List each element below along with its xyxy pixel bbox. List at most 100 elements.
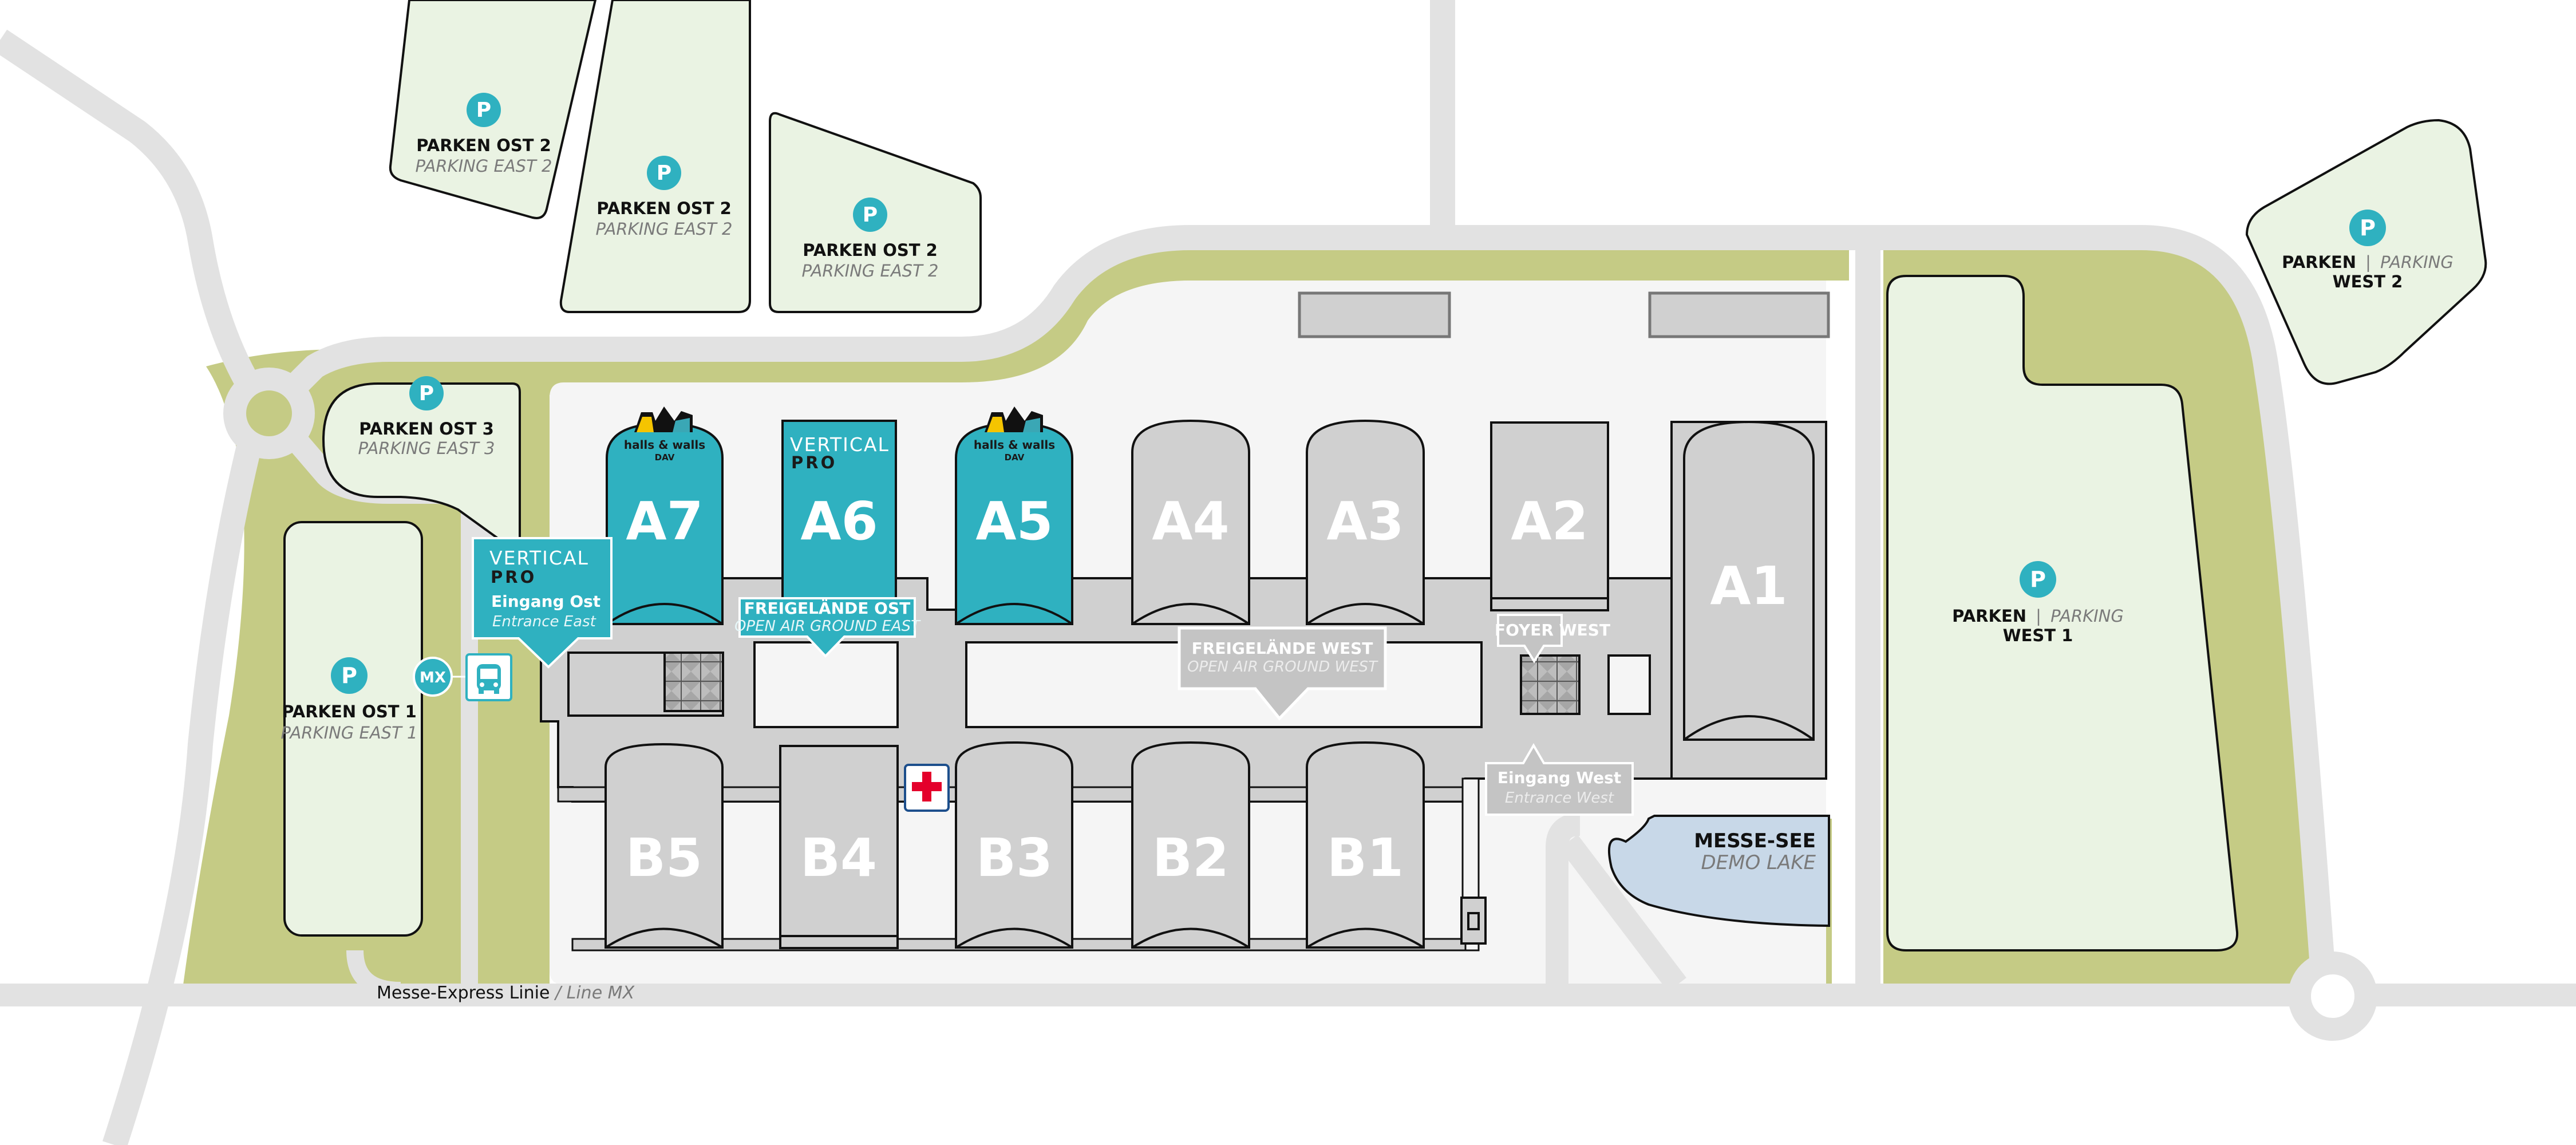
hall-label: B3: [976, 827, 1053, 889]
parking-subtitle: PARKING EAST 2: [802, 261, 939, 281]
vertical-pro-logo-sub: PRO: [491, 567, 536, 587]
hall-b3[interactable]: B3: [955, 741, 1073, 949]
parking-subtitle: PARKING EAST 2: [416, 156, 552, 176]
hall-label: B2: [1152, 827, 1229, 889]
parking-icon-letter: P: [657, 161, 671, 185]
hall-b2[interactable]: B2: [1131, 741, 1250, 949]
hall-label: B1: [1327, 827, 1404, 889]
hall-a1[interactable]: A1: [1683, 420, 1815, 741]
parking-icon-letter: P: [341, 663, 357, 688]
callout-subtitle: OPEN AIR GROUND WEST: [1187, 658, 1378, 676]
parking-lot-ost-1[interactable]: P PARKEN OST 1 PARKING EAST 1: [281, 521, 423, 937]
hall-a4[interactable]: A4: [1131, 419, 1250, 625]
parking-lot-ost-2b[interactable]: P PARKEN OST 2 PARKING EAST 2: [559, 0, 751, 313]
parking-title-en: PARKING: [2050, 606, 2124, 626]
parking-icon-letter: P: [2360, 215, 2376, 240]
mx-badge-label: MX: [420, 669, 446, 686]
parking-icon: [2349, 210, 2386, 246]
callout-foyer-west[interactable]: FOYER WEST: [1495, 614, 1610, 664]
hall-label: A6: [800, 491, 878, 552]
parking-icon: [853, 198, 887, 232]
hall-a5[interactable]: halls & walls DAV A5: [955, 406, 1073, 625]
foyer-east-glass: [663, 652, 724, 712]
callout-subtitle: Entrance East: [492, 613, 596, 630]
hall-a2[interactable]: A2: [1490, 421, 1609, 611]
parking-lot-west-1[interactable]: P PARKEN | PARKING WEST 1: [1886, 275, 2239, 951]
halls-and-walls-logo: [985, 406, 1043, 432]
hall-a7[interactable]: halls & walls DAV A7: [606, 406, 724, 625]
callout-title: FREIGELÄNDE WEST: [1192, 638, 1373, 658]
lake-title: MESSE-SEE: [1694, 830, 1816, 852]
parking-lot-ost-3[interactable]: P PARKEN OST 3 PARKING EAST 3: [322, 376, 521, 550]
foyer-west-glass: [1520, 654, 1581, 715]
parking-line2: WEST 1: [2003, 626, 2073, 645]
parking-title: PARKEN OST 2: [416, 136, 551, 155]
parking-title: PARKEN OST 3: [359, 419, 494, 439]
first-aid-icon: [912, 772, 942, 802]
hall-label: A4: [1152, 491, 1229, 552]
parking-title-de: PARKEN: [2282, 252, 2356, 272]
parking-title: PARKEN OST 2: [596, 199, 732, 218]
hall-b5[interactable]: B5: [605, 743, 724, 949]
hall-label: A1: [1710, 555, 1787, 617]
parking-title-en: PARKING: [2380, 252, 2453, 272]
outbuilding: [1648, 291, 1830, 338]
sponsor-logo-sub: DAV: [1005, 452, 1025, 463]
demo-lake[interactable]: MESSE-SEE DEMO LAKE: [1607, 815, 1830, 927]
parking-separator: |: [2365, 252, 2371, 272]
bus-stop[interactable]: [465, 653, 512, 701]
parking-title: PARKEN OST 1: [282, 702, 417, 721]
sponsor-logo-text: halls & walls: [974, 438, 1055, 452]
callout-title: Eingang West: [1498, 768, 1621, 787]
parking-title: PARKEN OST 2: [803, 240, 938, 260]
parking-subtitle: PARKING EAST 3: [358, 439, 495, 458]
parking-icon-letter: P: [2030, 567, 2046, 592]
hall-label: A5: [975, 491, 1053, 552]
parking-line2: WEST 2: [2333, 272, 2403, 291]
lake-subtitle: DEMO LAKE: [1701, 851, 1816, 874]
hall-label: B4: [800, 827, 877, 889]
parking-icon: [2020, 561, 2056, 598]
gatehouse: [1460, 897, 1487, 945]
parking-lot-west-2[interactable]: P PARKEN | PARKING WEST 2: [2245, 119, 2487, 385]
hall-label: A3: [1326, 491, 1404, 552]
callout-subtitle: OPEN AIR GROUND EAST: [734, 618, 921, 635]
transit-line-separator: /: [554, 983, 563, 1003]
callout-open-air-east[interactable]: FREIGELÄNDE OST OPEN AIR GROUND EAST: [734, 597, 921, 658]
callout-title: Eingang Ost: [491, 592, 600, 611]
parking-subtitle: PARKING EAST 1: [281, 723, 418, 743]
callout-title: FOYER WEST: [1495, 621, 1610, 639]
callout-entrance-east[interactable]: VERTICAL PRO Eingang Ost Entrance East: [472, 537, 613, 669]
callout-open-air-west[interactable]: FREIGELÄNDE WEST OPEN AIR GROUND WEST: [1178, 626, 1387, 721]
parking-icon: [467, 93, 501, 127]
hall-b1[interactable]: B1: [1306, 741, 1425, 949]
hall-a6[interactable]: VERTICAL PRO A6: [781, 420, 897, 617]
halls-and-walls-logo: [634, 406, 693, 432]
parking-lot-ost-2a[interactable]: P PARKEN OST 2 PARKING EAST 2: [389, 0, 597, 219]
hall-label: A2: [1511, 491, 1588, 552]
callout-subtitle: Entrance West: [1505, 789, 1614, 807]
first-aid-station[interactable]: [904, 764, 950, 812]
sponsor-logo-sub: DAV: [655, 452, 675, 463]
parking-title: PARKEN | PARKING: [2282, 252, 2453, 272]
parking-icon: [409, 376, 444, 410]
parking-title: PARKEN | PARKING: [1952, 606, 2124, 626]
hall-a3[interactable]: A3: [1306, 419, 1425, 625]
sponsor-logo-text: halls & walls: [624, 438, 705, 452]
hall-label: B5: [626, 827, 702, 889]
outbuilding: [1298, 291, 1451, 338]
parking-icon: [647, 156, 681, 190]
mx-line-badge[interactable]: MX: [413, 657, 453, 697]
vertical-pro-logo: VERTICAL: [790, 433, 890, 456]
vertical-pro-logo-sub: PRO: [791, 453, 837, 472]
hall-b4[interactable]: B4: [779, 745, 899, 949]
parking-lot-ost-2c[interactable]: P PARKEN OST 2 PARKING EAST 2: [769, 112, 982, 313]
parking-title-de: PARKEN: [1952, 606, 2026, 626]
hall-label: A7: [626, 491, 703, 552]
parking-icon-letter: P: [863, 203, 878, 227]
callout-entrance-west[interactable]: Eingang West Entrance West: [1485, 743, 1634, 816]
foyer-west-annex: [1607, 654, 1651, 715]
transit-line-en: Line MX: [567, 983, 635, 1003]
parking-icon: [331, 657, 368, 694]
